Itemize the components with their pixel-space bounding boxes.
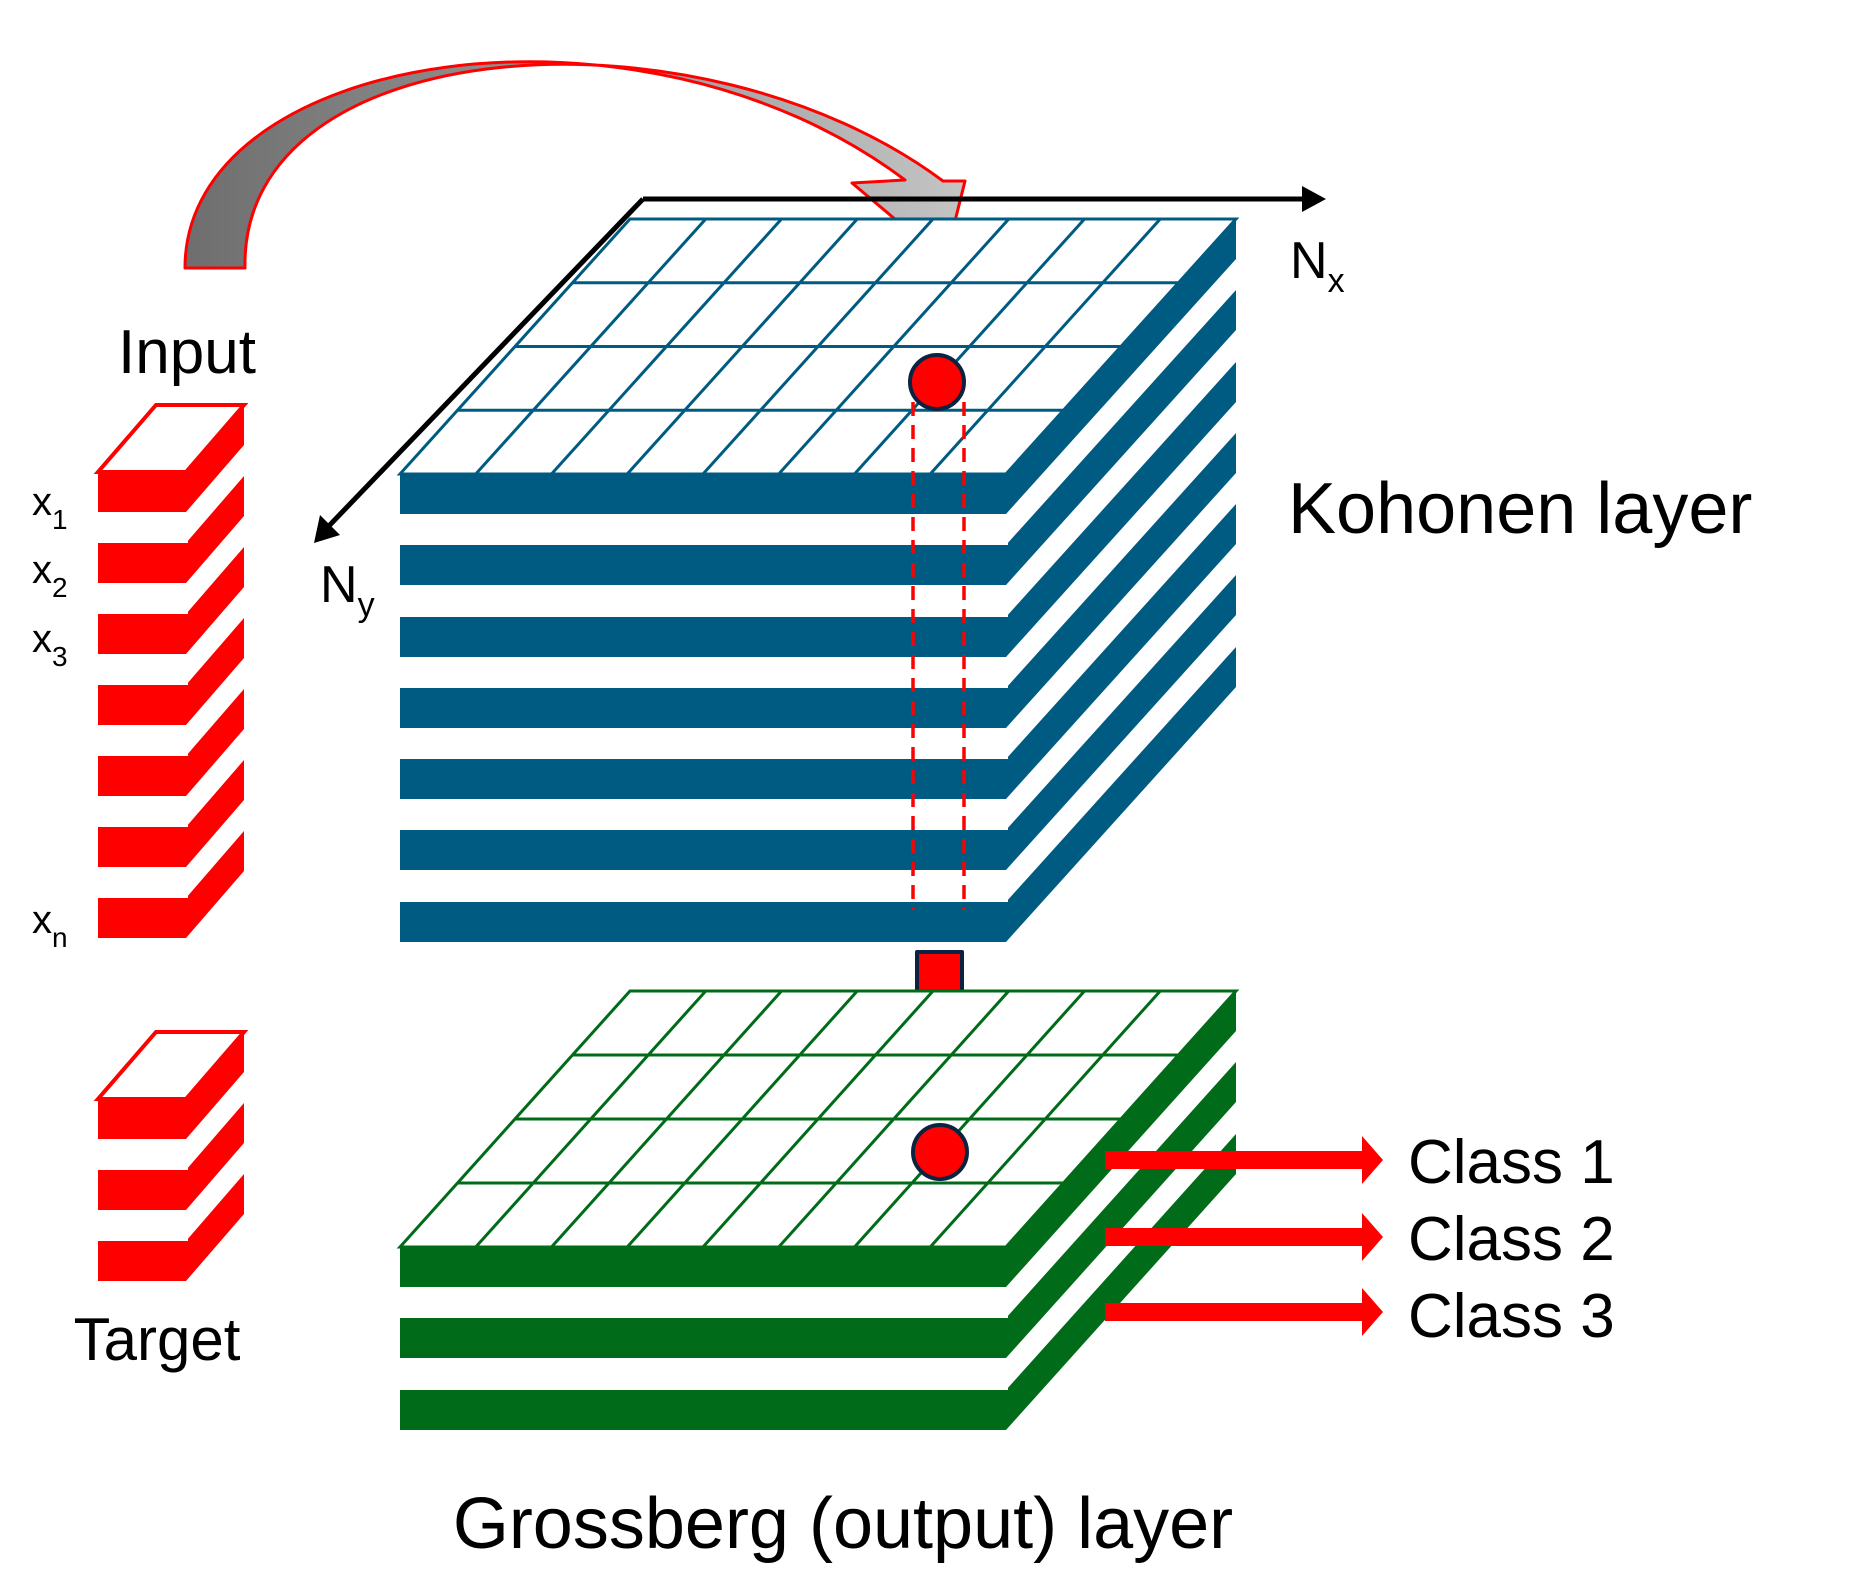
input-stack-gap-3: [98, 654, 188, 685]
input-stack-side-gap-6: [186, 800, 244, 898]
input-stack-side-gap-2: [186, 516, 244, 614]
kohonen-gap-5: [400, 728, 1008, 759]
kohonen-side-gap-5: [1006, 473, 1236, 759]
grossberg-gap-3: [400, 1358, 1008, 1390]
nx-axis-arrowhead: [1302, 186, 1326, 212]
kohonen-slab-2: [400, 545, 1006, 585]
class-label-2: Class 2: [1408, 1205, 1615, 1274]
kohonen-slab-4: [400, 688, 1006, 728]
kohonen-winner-node: [908, 353, 966, 411]
ny-axis-arrowhead: [314, 515, 340, 543]
input-stack-block-6: [98, 827, 186, 867]
grossberg-slab-1: [400, 1247, 1006, 1287]
input-label-x3: x3: [32, 617, 68, 672]
kohonen-layer-cube: [396, 217, 1240, 942]
input-stack-gap-4: [98, 725, 188, 756]
kohonen-side-gap-6: [1006, 544, 1236, 830]
class-label-3: Class 3: [1408, 1282, 1615, 1351]
class-arrow-1: [1105, 1136, 1383, 1184]
target-stack-side-gap-2: [186, 1143, 244, 1241]
target-stack-gap-1: [98, 1139, 188, 1170]
target-stack-block-3: [98, 1241, 186, 1281]
grossberg-winner-node: [911, 1123, 969, 1181]
input-stack-block-7: [98, 898, 186, 938]
grossberg-side-gap-2: [1006, 1031, 1236, 1318]
kohonen-slab-7: [400, 902, 1006, 942]
kohonen-gap-6: [400, 799, 1008, 830]
target-stack-side-gap-1: [186, 1072, 244, 1170]
winner-projection: [911, 402, 966, 910]
kohonen-slab-3: [400, 617, 1006, 657]
input-stack-block-3: [98, 614, 186, 654]
kohonen-grid-lines: [457, 217, 1179, 476]
target-stack-gap-2: [98, 1210, 188, 1241]
grossberg-slab-3: [400, 1390, 1006, 1430]
input-stack-gap-6: [98, 867, 188, 898]
kohonen-gap-7: [400, 870, 1008, 902]
input-stack-top-face: [93, 403, 249, 474]
target-label: Target: [74, 1306, 241, 1373]
grid-axes: [323, 196, 1310, 532]
kohonen-side-gap-2: [1006, 259, 1236, 545]
target-stack-block-1: [98, 1099, 186, 1139]
class-labels: Class 1 Class 2 Class 3: [1408, 1128, 1615, 1351]
kohonen-gap-2: [400, 514, 1008, 545]
kohonen-slab-1: [400, 474, 1006, 514]
input-label: Input: [118, 318, 256, 387]
input-label-x2: x2: [32, 548, 68, 603]
input-stack-gap-1: [98, 512, 188, 543]
grossberg-layer-label: Grossberg (output) layer: [453, 1484, 1233, 1564]
kohonen-side-gap-4: [1006, 402, 1236, 688]
input-stack-side-gap-4: [186, 658, 244, 756]
target-stack-block-2: [98, 1170, 186, 1210]
target-stack-top-face: [93, 1030, 249, 1101]
class-output-arrows: [1105, 1136, 1383, 1336]
kohonen-slab-6: [400, 830, 1006, 870]
input-label-xn: xn: [32, 898, 68, 953]
kohonen-gap-4: [400, 657, 1008, 688]
kohonen-slab-5: [400, 759, 1006, 799]
class-label-1: Class 1: [1408, 1128, 1615, 1197]
input-stack-block-4: [98, 685, 186, 725]
class-arrow-2: [1105, 1213, 1383, 1261]
kohonen-side-gap-7: [1006, 615, 1236, 902]
input-label-x1: x1: [32, 480, 68, 535]
input-stack-block-2: [98, 543, 186, 583]
kohonen-side-gap-3: [1006, 330, 1236, 617]
nx-axis-label: Nx: [1290, 232, 1345, 300]
input-vector-stack: [93, 403, 249, 938]
input-stack-side-gap-5: [186, 729, 244, 827]
input-stack-side-gap-3: [186, 587, 244, 685]
grossberg-layer-cube: [396, 989, 1240, 1430]
input-stack-block-1: [98, 472, 186, 512]
grossberg-slab-2: [400, 1318, 1006, 1358]
ny-axis-label: Ny: [320, 556, 375, 624]
grossberg-grid-lines: [457, 989, 1179, 1249]
input-stack-gap-2: [98, 583, 188, 614]
input-stack-block-5: [98, 756, 186, 796]
target-vector-stack: [93, 1030, 249, 1281]
kohonen-layer-label: Kohonen layer: [1288, 469, 1752, 549]
grossberg-gap-2: [400, 1287, 1008, 1318]
class-arrow-3: [1105, 1288, 1383, 1336]
input-stack-side-gap-1: [186, 445, 244, 543]
input-element-labels: x1 x2 x3 xn: [32, 480, 68, 953]
ny-axis-line: [323, 197, 645, 532]
input-stack-gap-5: [98, 796, 188, 827]
kohonen-gap-3: [400, 585, 1008, 617]
